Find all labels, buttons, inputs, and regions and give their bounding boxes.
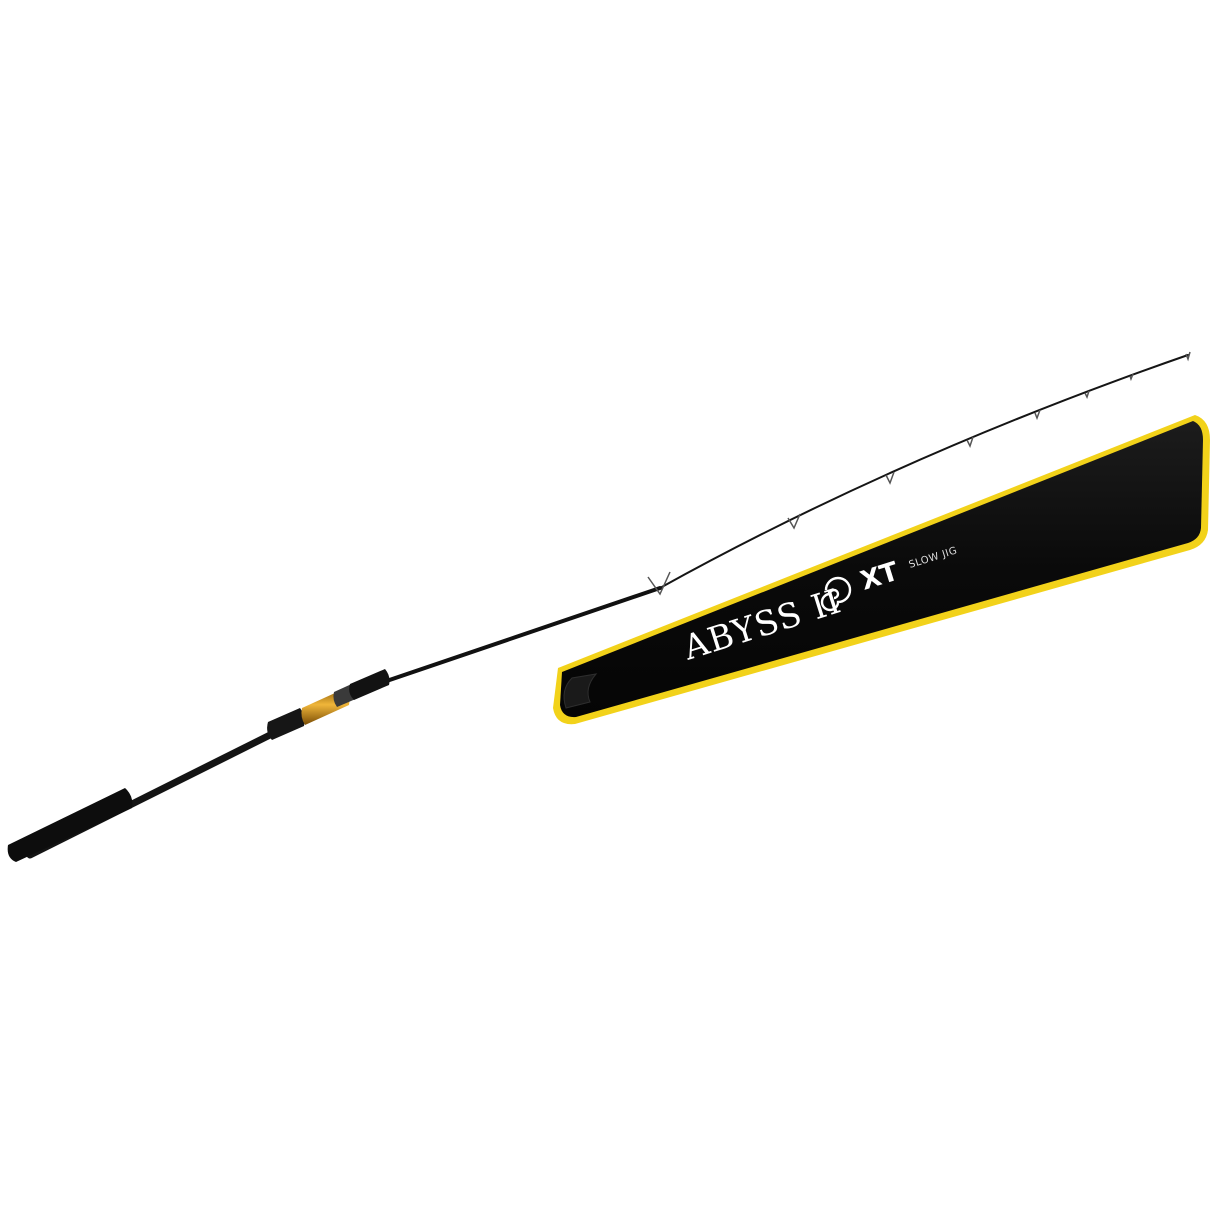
rod-rear-grip — [7, 788, 133, 862]
rod-fore-grip — [349, 669, 390, 700]
rod-case: ABYSS II XT SLOW JIG — [553, 415, 1210, 725]
rod-blank-mid — [358, 586, 662, 692]
rod-guide — [1185, 351, 1191, 362]
rod-guides — [647, 351, 1191, 596]
rod-case-endcap — [563, 673, 598, 709]
rod-guide — [787, 513, 801, 530]
rod-guide — [1129, 373, 1134, 382]
spiral-swirl-icon — [820, 576, 852, 612]
rod-guide — [647, 571, 671, 596]
rod-case-body — [560, 421, 1203, 718]
rod-guide — [966, 436, 974, 448]
rod-guide — [885, 471, 895, 485]
rod-blank-tip — [659, 354, 1189, 589]
rod-front-grip — [267, 708, 305, 740]
rod-guide — [1034, 409, 1041, 421]
fishing-rod — [7, 351, 1191, 862]
rod-guide — [1084, 390, 1090, 399]
